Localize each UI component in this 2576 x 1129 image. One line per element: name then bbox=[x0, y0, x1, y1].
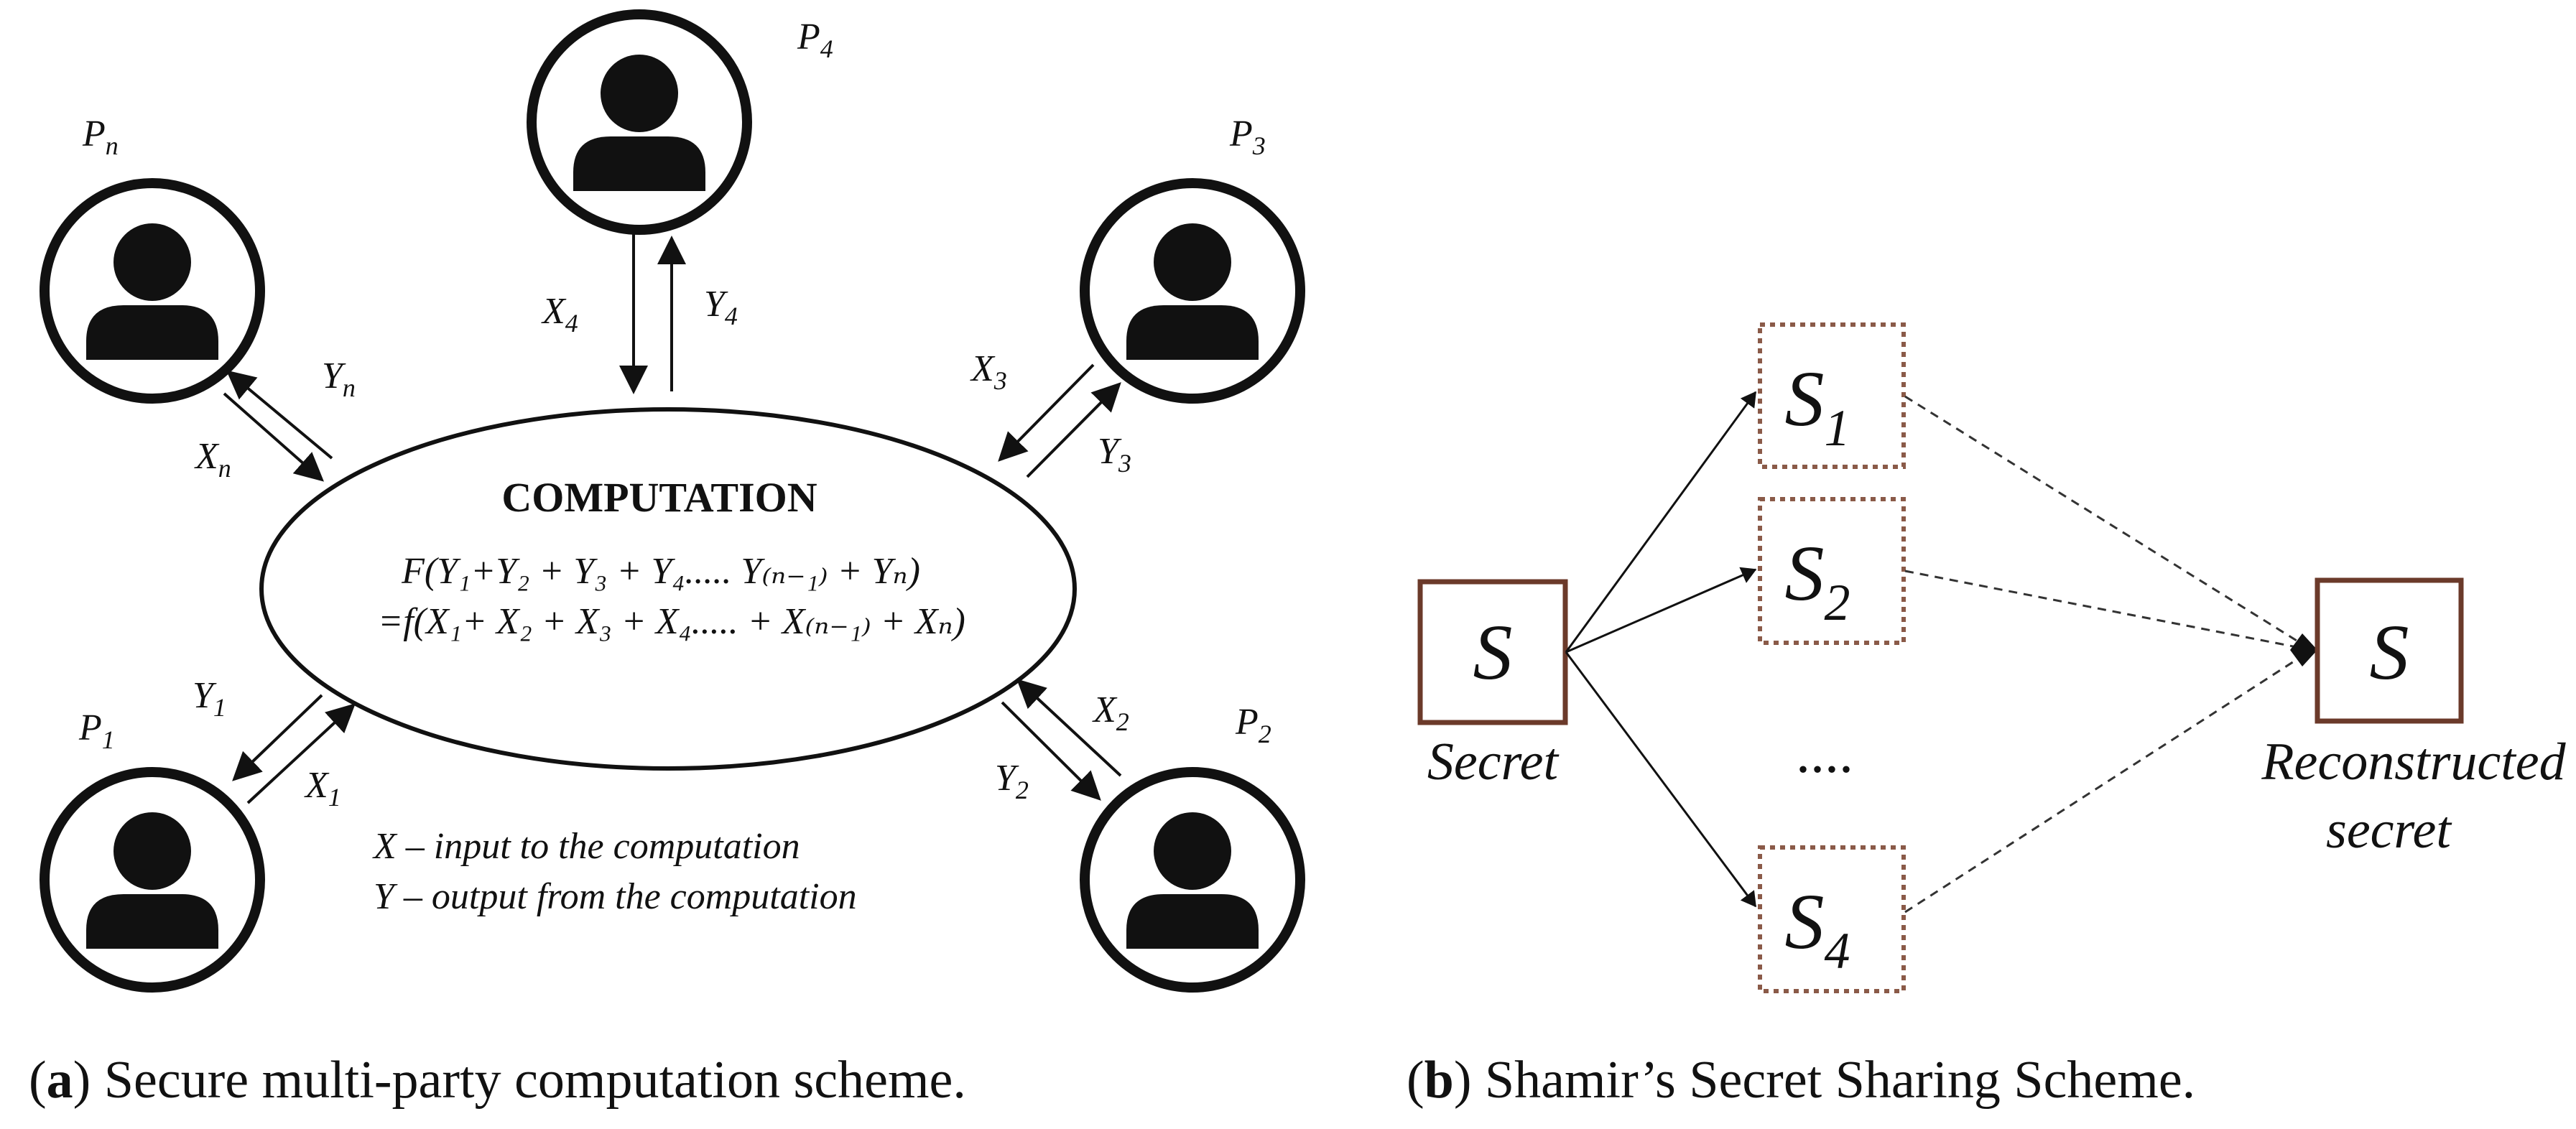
panel-a: COMPUTATION F(Y₁+Y₂ + Y₃ + Y₄..... Y₍ₙ₋₁… bbox=[29, 14, 1300, 1110]
arrow-secret-to-s4 bbox=[1565, 651, 1757, 908]
arrow-output-y1 bbox=[232, 694, 323, 781]
party-p3: P3 X3 Y3 bbox=[970, 113, 1300, 478]
share-label: S2 bbox=[1785, 529, 1850, 631]
label-x4: X4 bbox=[541, 291, 578, 338]
dashed-s1-to-reconstructed bbox=[1904, 395, 2312, 651]
person-icon bbox=[1085, 183, 1300, 399]
legend-y: Y – output from the computation bbox=[374, 876, 857, 917]
share-box-2: S2 bbox=[1758, 497, 1906, 645]
reconstructed-box bbox=[2315, 577, 2464, 724]
secret-box bbox=[1417, 579, 1568, 725]
party-pn: Pn Yn Xn bbox=[45, 113, 356, 483]
party-p1: P1 Y1 X1 bbox=[45, 675, 356, 988]
label-x1: X1 bbox=[304, 765, 341, 812]
person-icon bbox=[532, 14, 747, 230]
arrow-input-x2 bbox=[1016, 679, 1122, 777]
caption-b: (b) Shamir’s Secret Sharing Scheme. bbox=[1407, 1051, 2195, 1110]
formula-line-2: =f(X₁+ X₂ + X₃ + X₄..... + X₍ₙ₋₁₎ + Xₙ) bbox=[378, 601, 965, 642]
arrow-input-x1 bbox=[246, 703, 356, 804]
share-label: S1 bbox=[1785, 355, 1850, 457]
share-box-4: S4 bbox=[1758, 845, 1906, 993]
arrow-input-xn bbox=[223, 392, 324, 482]
arrow-secret-to-s1 bbox=[1565, 391, 1757, 653]
formula-line-1: F(Y₁+Y₂ + Y₃ + Y₄..... Y₍ₙ₋₁₎ + Yₙ) bbox=[401, 551, 920, 592]
person-icon bbox=[1085, 772, 1300, 988]
secret-symbol: S bbox=[1473, 608, 1513, 696]
party-label: P4 bbox=[797, 17, 833, 63]
label-y1: Y1 bbox=[193, 675, 226, 722]
label-yn: Yn bbox=[322, 356, 356, 402]
arrow-output-y3 bbox=[1026, 382, 1121, 478]
reconstructed-label-1: Reconstructed bbox=[2261, 733, 2566, 791]
reconstructed-symbol: S bbox=[2370, 608, 2409, 696]
label-x3: X3 bbox=[970, 348, 1007, 395]
computation-title: COMPUTATION bbox=[501, 474, 817, 521]
arrow-input-x3 bbox=[998, 363, 1095, 462]
merge-diamond bbox=[2290, 633, 2317, 666]
label-xn: Xn bbox=[194, 436, 231, 483]
person-icon bbox=[45, 183, 260, 399]
dashed-s2-to-reconstructed bbox=[1904, 570, 2312, 651]
arrow-output-y2 bbox=[1001, 701, 1101, 801]
party-label: P1 bbox=[78, 707, 115, 754]
party-p2: P2 X2 Y2 bbox=[995, 679, 1300, 988]
arrow-secret-to-s2 bbox=[1565, 567, 1757, 654]
legend-x: X – input to the computation bbox=[372, 826, 800, 867]
caption-a: (a) Secure multi-party computation schem… bbox=[29, 1051, 966, 1110]
party-label: Pn bbox=[82, 113, 119, 160]
computation-ellipse bbox=[259, 407, 1077, 771]
party-label: P2 bbox=[1235, 702, 1271, 748]
reconstructed-label-2: secret bbox=[2326, 801, 2452, 860]
party-p4: P4 X4 Y4 bbox=[532, 14, 833, 394]
shares-ellipsis: .... bbox=[1796, 722, 1853, 785]
share-box-1: S1 bbox=[1758, 322, 1906, 469]
panel-b: S Secret S1 S2 .... S4 S Reconstructed s… bbox=[1407, 322, 2567, 1110]
label-x2: X2 bbox=[1092, 689, 1129, 736]
party-label: P3 bbox=[1229, 113, 1266, 160]
dashed-s4-to-reconstructed bbox=[1904, 649, 2312, 914]
secret-label: Secret bbox=[1427, 733, 1560, 791]
label-y4: Y4 bbox=[704, 284, 738, 330]
arrow-output-yn bbox=[226, 370, 333, 460]
share-label: S4 bbox=[1785, 878, 1850, 980]
label-y3: Y3 bbox=[1098, 431, 1131, 478]
person-icon bbox=[45, 772, 260, 988]
label-y2: Y2 bbox=[995, 758, 1029, 804]
